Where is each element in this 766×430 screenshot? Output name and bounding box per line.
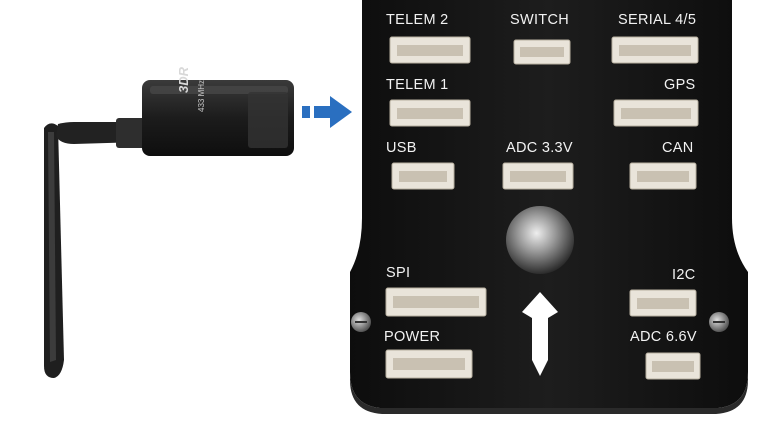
radio-brand-label: 3DR xyxy=(176,66,191,93)
label-can: CAN xyxy=(662,140,694,156)
label-adc66: ADC 6.6V xyxy=(630,329,697,345)
radio-frequency-label: 433 MHz xyxy=(197,79,206,112)
antenna xyxy=(44,118,146,378)
connector-slots xyxy=(393,45,694,372)
label-adc33: ADC 3.3V xyxy=(506,140,573,156)
label-usb: USB xyxy=(386,140,417,156)
label-i2c: I2C xyxy=(672,267,696,283)
label-power: POWER xyxy=(384,329,441,345)
status-led xyxy=(506,206,574,274)
direction-arrow-icon xyxy=(522,292,558,376)
label-switch: SWITCH xyxy=(510,12,569,28)
telemetry-radio xyxy=(142,80,294,156)
label-gps: GPS xyxy=(664,77,696,93)
label-telem2: TELEM 2 xyxy=(386,12,449,28)
label-serial45: SERIAL 4/5 xyxy=(618,12,697,28)
label-telem1: TELEM 1 xyxy=(386,77,449,93)
label-spi: SPI xyxy=(386,265,411,281)
screws xyxy=(351,312,729,332)
arrow-right-icon xyxy=(302,96,352,128)
